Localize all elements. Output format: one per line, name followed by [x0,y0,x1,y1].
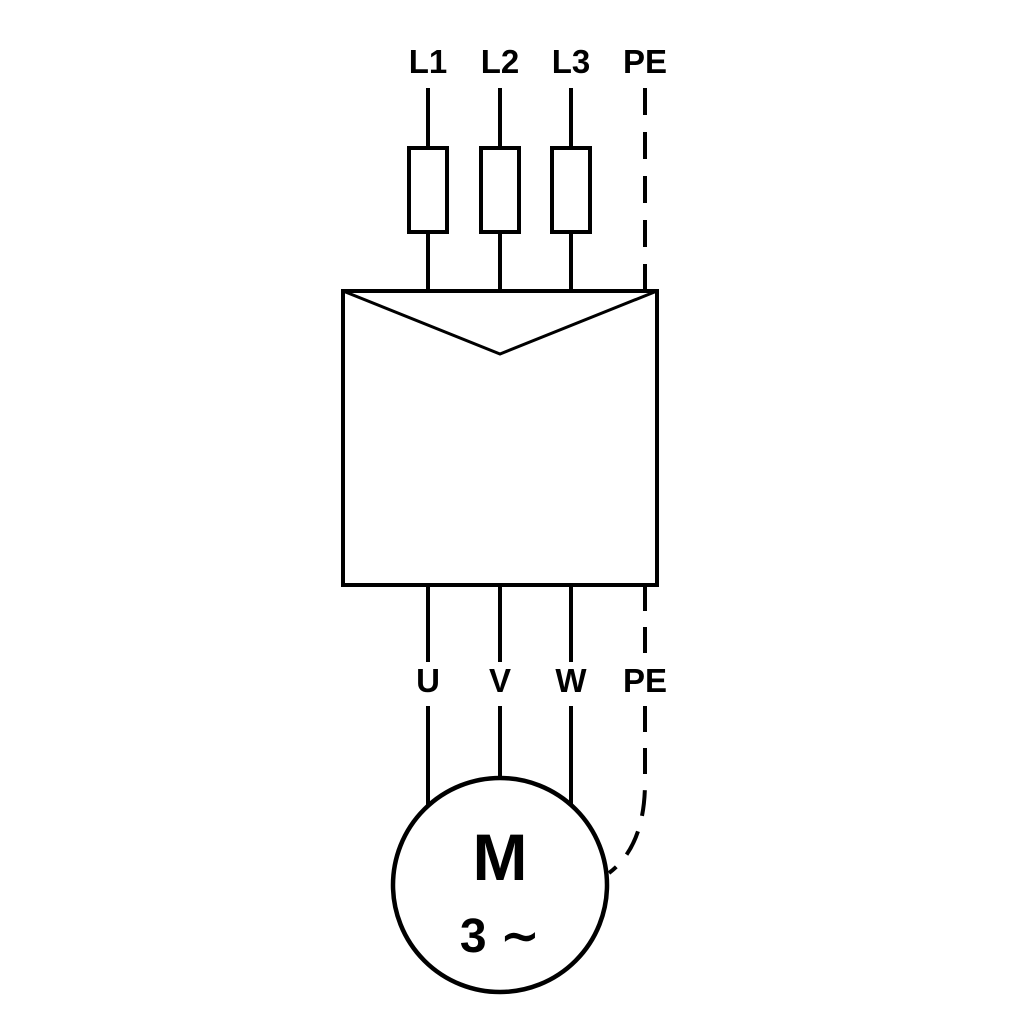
pe-conductor-lower [607,706,647,875]
motor-phase-label: 3 ∼ [460,910,540,963]
terminal-label-l3: L3 [552,43,591,80]
terminal-label-v: V [489,662,511,699]
converter-top-v [342,289,658,356]
terminal-label-pe-top: PE [623,43,667,80]
terminal-label-l2: L2 [481,43,520,80]
fuse-l1 [407,146,449,234]
motor-circle [390,775,610,995]
terminal-label-w: W [555,662,587,699]
motor-symbol-label: M [473,820,528,894]
terminal-label-pe-bottom: PE [623,662,667,699]
converter-box [341,289,659,587]
fuse-l3 [550,146,592,234]
terminal-label-l1: L1 [409,43,448,80]
fuse-l2 [479,146,521,234]
terminal-label-u: U [416,662,440,699]
